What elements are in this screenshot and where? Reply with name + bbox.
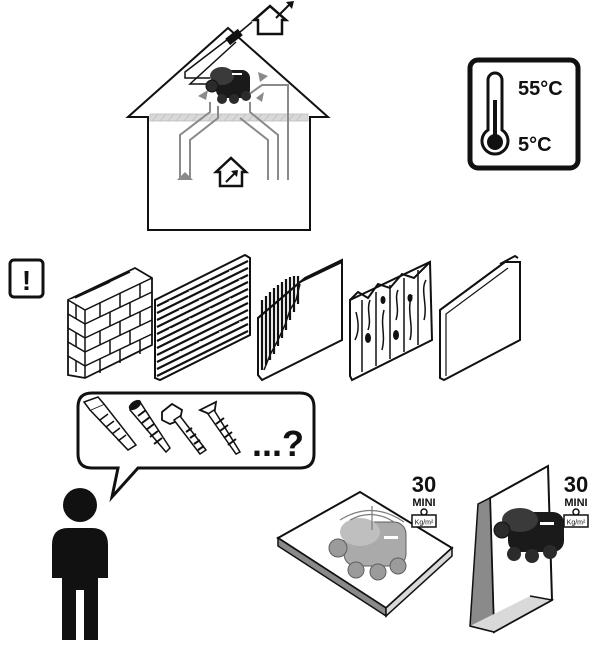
warning-symbol: ! (22, 265, 31, 296)
thermometer-icon (480, 71, 510, 156)
bolt-icon (161, 402, 208, 456)
weight-badge-left: 30 MINI Kg/m² (411, 472, 437, 528)
person-icon (52, 488, 108, 640)
extract-duct-left (177, 102, 219, 180)
weight-label-left: MINI (412, 497, 435, 509)
ventilation-unit-ghost (328, 506, 407, 581)
warning-icon: ! (8, 258, 45, 299)
weight-icon (563, 508, 589, 528)
weight-badge-right: 30 MINI Kg/m² (563, 472, 589, 528)
house-diagram (125, 21, 331, 231)
temperature-min: 5°C (518, 134, 552, 156)
vertical-wall-mount (469, 464, 564, 634)
exhaust-duct (184, 35, 237, 85)
weight-unit-left: Kg/m² (415, 520, 434, 527)
board-panel-icon (439, 254, 521, 382)
weight-label-right: MINI (564, 497, 587, 509)
speech-bubble: ...? (76, 391, 316, 503)
question-text: ...? (252, 423, 304, 464)
ventilation-unit-icon (493, 508, 564, 563)
wood-screw-icon (197, 400, 242, 455)
weight-number-left: 30 (412, 472, 436, 497)
weight-number-right: 30 (564, 472, 588, 497)
outdoor-house-icon (250, 1, 294, 36)
temperature-max: 55°C (518, 78, 563, 100)
indoor-house-icon (212, 156, 250, 188)
extract-duct-right (239, 84, 289, 180)
brick-wall-icon (67, 266, 153, 379)
weight-unit-right: Kg/m² (567, 520, 586, 527)
screw-icon (128, 399, 171, 454)
plaster-panel-icon (257, 258, 343, 382)
temperature-range-panel: 55°C 5°C (467, 57, 581, 171)
ventilation-unit-icon (205, 67, 251, 104)
thin-brick-wall-icon (154, 253, 251, 382)
wood-panel-icon (349, 260, 434, 382)
horizontal-board-mount (276, 490, 454, 618)
anchor-plug-icon (82, 396, 138, 451)
weight-icon (411, 508, 437, 528)
